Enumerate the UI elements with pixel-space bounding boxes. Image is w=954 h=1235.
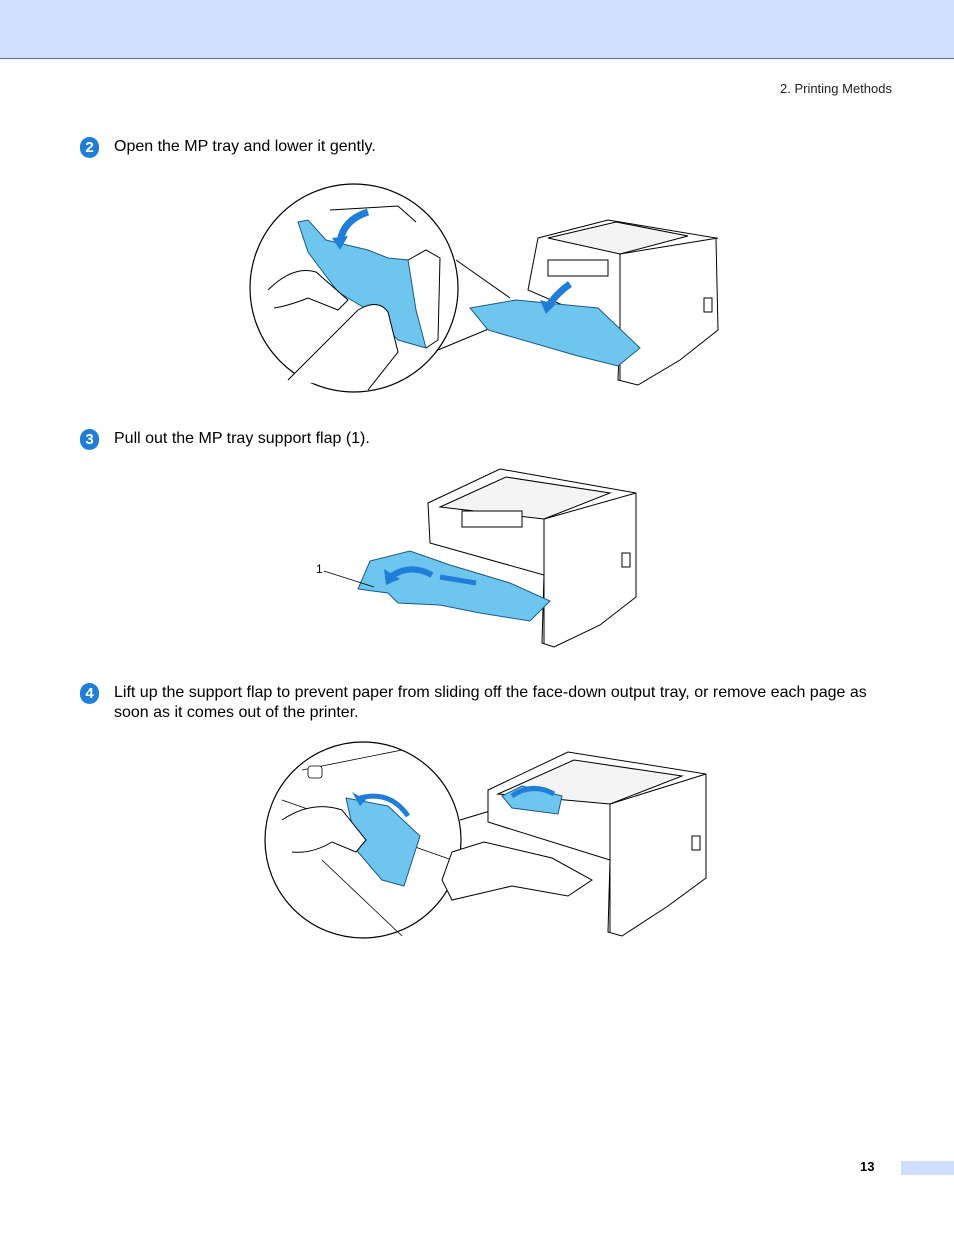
figure-pull-support-flap: 1 <box>316 468 637 648</box>
footer-band <box>901 1161 954 1175</box>
figure-open-mp-tray <box>249 183 719 393</box>
step-text: Pull out the MP tray support flap (1). <box>114 430 370 447</box>
figure-lift-support-flap <box>264 741 707 939</box>
header-band <box>0 0 954 59</box>
running-header: 2. Printing Methods <box>779 81 892 96</box>
callout-label-1: 1 <box>316 562 323 576</box>
callout-leader <box>323 570 375 588</box>
step-text: Lift up the support flap to prevent pape… <box>114 684 867 721</box>
step-text: Open the MP tray and lower it gently. <box>114 138 376 155</box>
step-number-badge: 2 <box>80 137 99 158</box>
step-number-badge: 3 <box>80 429 99 450</box>
page-number: 13 <box>860 1159 875 1174</box>
step-number-badge: 4 <box>80 683 99 704</box>
